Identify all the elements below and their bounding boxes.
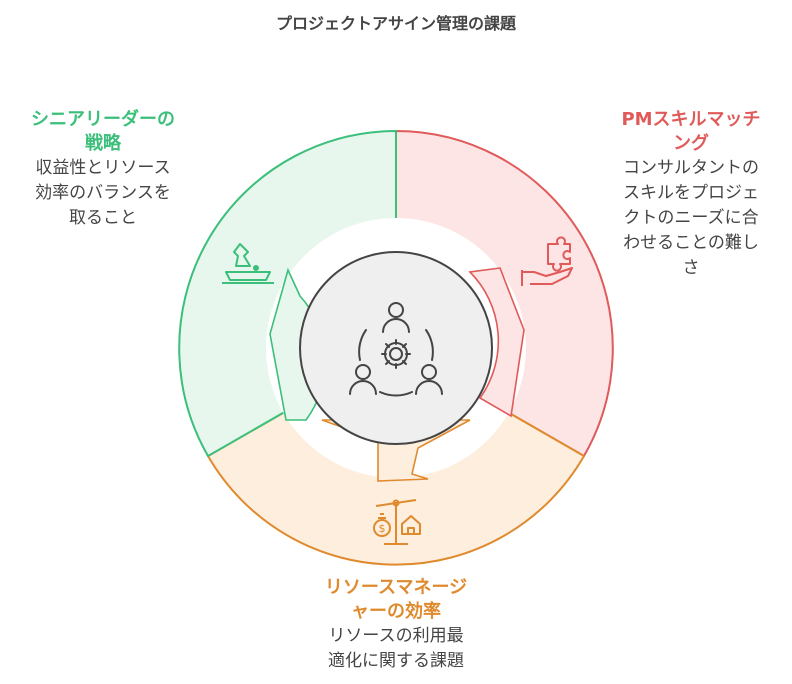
leader-heading-line-2: 戦略 bbox=[85, 133, 121, 154]
resource-efficiency-description: リソースの利用最 適化に関する課題 bbox=[296, 624, 496, 674]
resource-body-line-1: リソースの利用最 bbox=[328, 626, 464, 646]
leader-body-line-1: 収益性とリソース bbox=[35, 158, 171, 178]
resource-heading-line-2: ャーの効率 bbox=[351, 601, 441, 622]
leader-strategy-description: 収益性とリソース 効率のバランスを 取ること bbox=[10, 156, 196, 231]
puzzle-hand-icon bbox=[521, 236, 573, 286]
leader-body-line-2: 効率のバランスを bbox=[35, 183, 171, 203]
resource-heading-line-1: リソースマネージ bbox=[324, 577, 468, 598]
pm-body-line-4: わせることの難し bbox=[623, 233, 759, 253]
balance-scale-icon: $ bbox=[373, 499, 421, 545]
strategy-chess-knight-icon bbox=[222, 243, 274, 284]
diagram-title: プロジェクトアサイン管理の課題 bbox=[275, 14, 516, 33]
pm-body-line-2: スキルをプロジェ bbox=[623, 183, 759, 203]
pm-body-line-5: さ bbox=[682, 258, 700, 278]
leader-heading-line-1: シニアリーダーの bbox=[31, 109, 175, 130]
pm-heading-line-1: PMスキルマッチ bbox=[621, 109, 761, 130]
pm-skill-matching-heading: PMスキルマッチ ング bbox=[600, 108, 782, 156]
pm-skill-matching-description: コンサルタントの スキルをプロジェ クトのニーズに合 わせることの難し さ bbox=[600, 156, 782, 281]
pm-body-line-3: クトのニーズに合 bbox=[623, 208, 759, 228]
resource-efficiency-block: リソースマネージ ャーの効率 リソースの利用最 適化に関する課題 bbox=[296, 576, 496, 674]
team-gear-icon bbox=[349, 302, 443, 397]
pm-body-line-1: コンサルタントの bbox=[623, 158, 759, 178]
pm-heading-line-2: ング bbox=[673, 133, 709, 154]
resource-body-line-2: 適化に関する課題 bbox=[328, 651, 464, 671]
leader-body-line-3: 取ること bbox=[69, 208, 137, 228]
inner-segment-pm bbox=[468, 267, 525, 418]
leader-strategy-heading: シニアリーダーの 戦略 bbox=[10, 108, 196, 156]
svg-text:$: $ bbox=[379, 522, 386, 535]
leader-strategy-block: シニアリーダーの 戦略 収益性とリソース 効率のバランスを 取ること bbox=[10, 108, 196, 231]
resource-efficiency-heading: リソースマネージ ャーの効率 bbox=[296, 576, 496, 624]
pm-skill-matching-block: PMスキルマッチ ング コンサルタントの スキルをプロジェ クトのニーズに合 わ… bbox=[600, 108, 782, 281]
